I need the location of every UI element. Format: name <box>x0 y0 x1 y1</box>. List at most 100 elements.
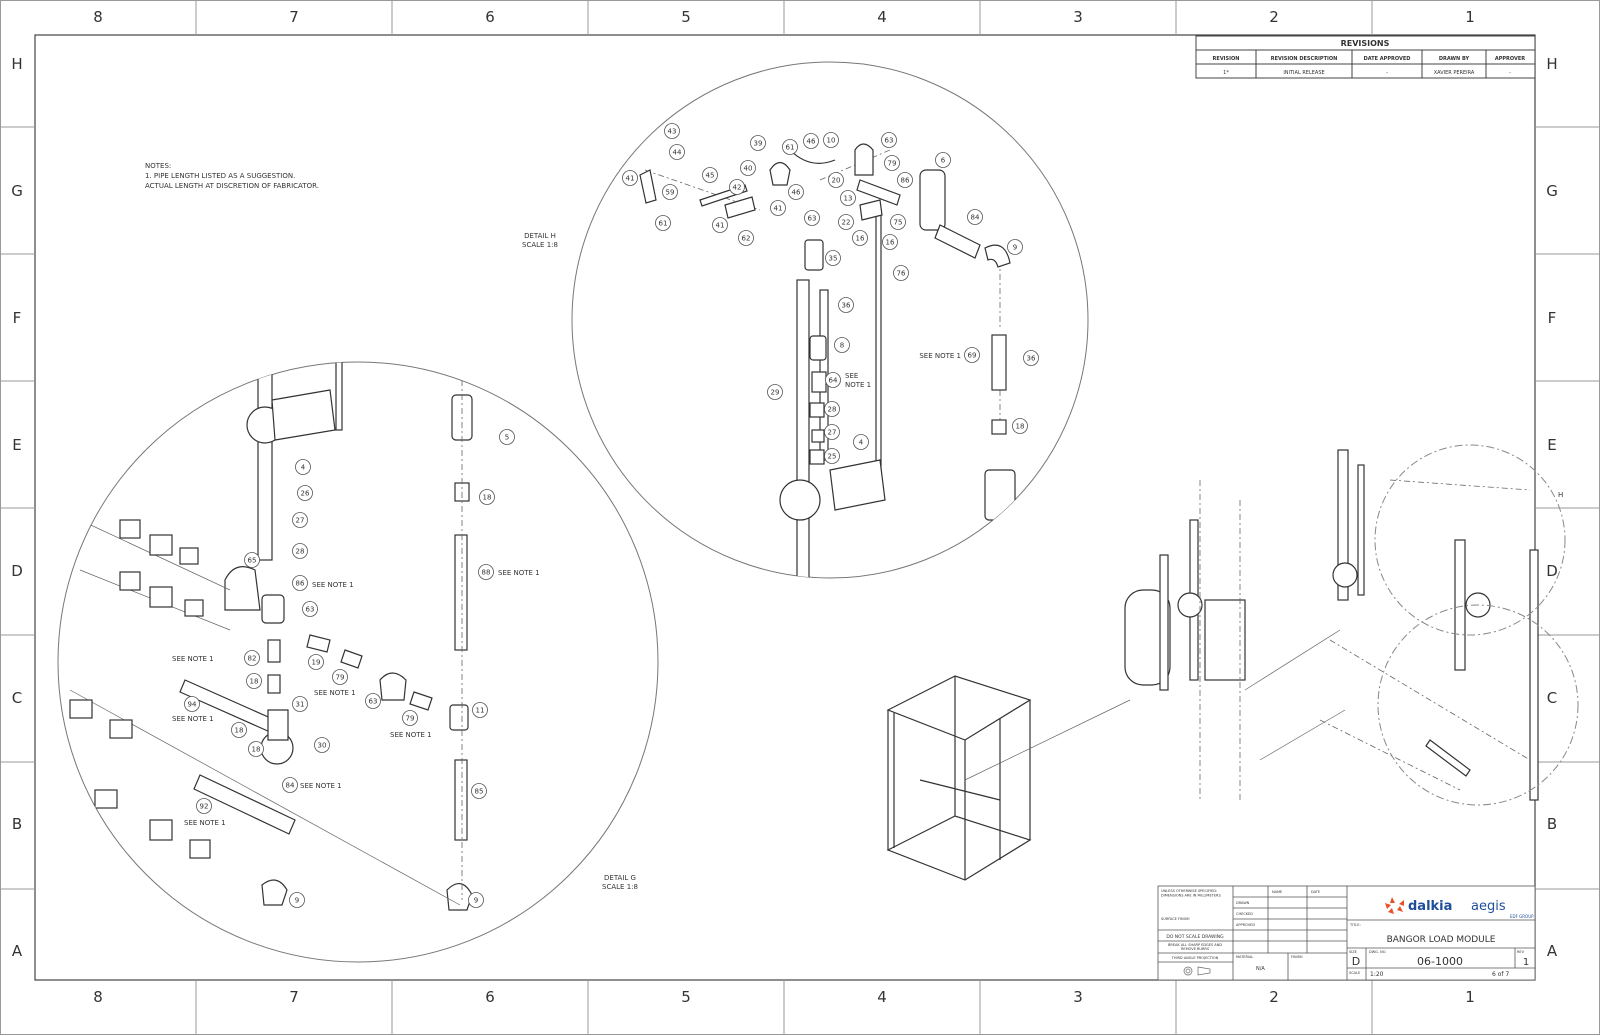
zone-column-top: 2 <box>1269 8 1279 26</box>
balloon-circle <box>184 696 200 712</box>
zone-column-top: 4 <box>877 8 887 26</box>
item-balloon: 75 <box>890 214 906 230</box>
finish-label: FINISH <box>1291 955 1303 959</box>
item-balloon: 18 <box>246 673 262 689</box>
zone-row-left: F <box>13 309 22 327</box>
notes-heading: NOTES: <box>145 162 171 170</box>
zone-column-bottom: 6 <box>485 988 495 1006</box>
balloon-circle <box>838 214 854 230</box>
zone-row-left: H <box>11 55 22 73</box>
balloon-circle <box>828 172 844 188</box>
zone-row-right: G <box>1546 182 1558 200</box>
balloon-number: 18 <box>1016 423 1025 431</box>
balloon-number: 18 <box>252 746 261 754</box>
zone-column-top: 3 <box>1073 8 1083 26</box>
detail-h-callout-circle <box>1374 444 1566 636</box>
balloon-number: 69 <box>968 352 977 360</box>
item-balloon: 22 <box>838 214 854 230</box>
item-balloon: 18 <box>479 489 495 505</box>
item-balloon: 16 <box>882 234 898 250</box>
balloon-number: 88 <box>482 569 491 577</box>
item-balloon: 61 <box>782 139 798 155</box>
zone-column-top: 8 <box>93 8 103 26</box>
zone-row-left: G <box>11 182 23 200</box>
item-balloon: 30 <box>314 737 330 753</box>
detail-h-view: SEE NOTE 1 SEE NOTE 1 434441596145424162… <box>571 61 1089 579</box>
item-balloon: 8 <box>834 337 850 353</box>
detail-h-title: DETAIL H <box>524 232 556 240</box>
item-balloon: 18 <box>248 741 264 757</box>
balloon-circle <box>824 448 840 464</box>
item-balloon: 41 <box>622 170 638 186</box>
balloon-number: 65 <box>248 557 257 565</box>
item-balloon: 88 <box>478 564 494 580</box>
balloon-number: 6 <box>941 157 946 165</box>
balloon-number: 31 <box>296 701 305 709</box>
balloon-circle <box>782 139 798 155</box>
zone-column-bottom: 8 <box>93 988 103 1006</box>
balloon-number: 63 <box>369 698 378 706</box>
balloon-circle <box>767 384 783 400</box>
balloon-circle <box>402 710 418 726</box>
balloon-number: 63 <box>306 606 315 614</box>
balloon-number: 10 <box>827 137 836 145</box>
balloon-number: 18 <box>235 727 244 735</box>
balloon-circle <box>246 673 262 689</box>
item-balloon: 13 <box>840 190 856 206</box>
item-balloon: 9 <box>468 892 484 908</box>
main-assembly: H <box>1124 444 1579 806</box>
item-balloon: 69 <box>964 347 980 363</box>
zone-column-bottom: 5 <box>681 988 691 1006</box>
checked-label: CHECKED <box>1236 912 1253 916</box>
balloon-number: 46 <box>807 138 816 146</box>
zone-row-right: D <box>1546 562 1558 580</box>
sheet-size: D <box>1352 955 1360 968</box>
zone-column-bottom: 4 <box>877 988 887 1006</box>
zone-column-top: 1 <box>1465 8 1475 26</box>
item-balloon: 59 <box>662 184 678 200</box>
item-balloon: 9 <box>1007 239 1023 255</box>
size-label: SIZE <box>1349 950 1357 954</box>
balloon-number: 4 <box>859 439 864 447</box>
balloon-circle <box>302 601 318 617</box>
balloon-number: 84 <box>286 782 295 790</box>
balloon-number: 45 <box>706 172 715 180</box>
balloon-circle <box>1023 350 1039 366</box>
zone-row-right: B <box>1547 815 1557 833</box>
item-balloon: 19 <box>308 654 324 670</box>
title-block-text: UNLESS OTHERWISE SPECIFIED:DIMENSIONS AR… <box>1161 889 1534 978</box>
item-balloon: 45 <box>702 167 718 183</box>
zone-row-right: F <box>1548 309 1557 327</box>
drawn-label: DRAWN <box>1236 901 1250 905</box>
balloon-circle <box>292 543 308 559</box>
item-balloon: 40 <box>740 160 756 176</box>
balloon-circle <box>1007 239 1023 255</box>
revision-number: 1 <box>1523 957 1529 968</box>
rev-cell-description: INITIAL RELEASE <box>1283 70 1324 76</box>
balloon-number: 63 <box>885 137 894 145</box>
balloon-circle <box>702 167 718 183</box>
balloon-number: 26 <box>301 490 310 498</box>
balloon-number: 59 <box>666 189 675 197</box>
balloon-circle <box>897 172 913 188</box>
balloon-number: 94 <box>188 701 197 709</box>
detail-g-boundary <box>57 361 659 963</box>
item-balloon: 41 <box>770 200 786 216</box>
item-balloon: 85 <box>471 783 487 799</box>
balloon-number: 46 <box>792 189 801 197</box>
balloon-number: 27 <box>296 517 305 525</box>
scale-label: SCALE <box>1349 971 1360 975</box>
detail-g-scale: SCALE 1:8 <box>602 883 638 891</box>
see-note-g-7: SEE NOTE 1 <box>184 819 226 827</box>
item-balloon: 92 <box>196 798 212 814</box>
balloon-circle <box>196 798 212 814</box>
rev-cell-approver: - <box>1509 70 1511 76</box>
item-balloon: 63 <box>365 693 381 709</box>
see-note-h-2b: NOTE 1 <box>845 381 871 389</box>
balloon-number: 42 <box>733 184 742 192</box>
item-balloon: 94 <box>184 696 200 712</box>
balloon-number: 19 <box>312 659 321 667</box>
balloon-circle <box>840 190 856 206</box>
item-balloon: 39 <box>750 135 766 151</box>
zone-column-bottom: 7 <box>289 988 299 1006</box>
